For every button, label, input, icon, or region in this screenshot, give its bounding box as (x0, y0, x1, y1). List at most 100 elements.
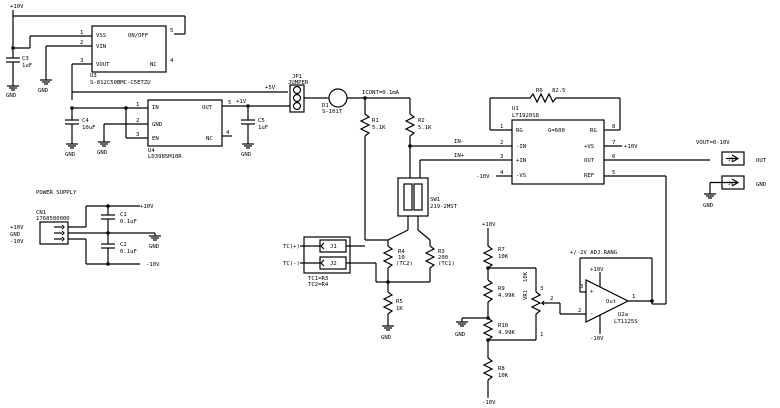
ps-label: -10V (10, 239, 24, 245)
u4-ref: U4 (148, 148, 155, 154)
gnd-label: GND (381, 335, 392, 341)
u1-pin-ref: REF (584, 173, 595, 179)
r8-value: 10K (498, 373, 509, 379)
u4-pin-nc: NC (206, 136, 213, 142)
r3-ref: R3 (438, 249, 445, 255)
r4-note: (TC2) (396, 261, 413, 267)
output-connectors: VOUT=0-10V J3 OUT J4 GND GND (696, 140, 767, 209)
u3-pin-num: 5 (170, 28, 173, 34)
supply-rail: +5V JP1 JUMPER D1 S-101T ICONT=0.1mA (72, 74, 410, 115)
u1-pin-num: 1 (500, 124, 503, 130)
rail-5v: +5V (265, 85, 276, 91)
gnd-label: GND (149, 244, 160, 250)
u3-pin-vin: VIN (96, 44, 106, 50)
u4-pin-num: 4 (226, 130, 230, 136)
u1-pin-out: OUT (584, 158, 595, 164)
u3-part: S-812C50BMC-C5ETZU (90, 80, 151, 86)
j1-ref: J1 (330, 244, 337, 250)
vr1-pin: 3 (540, 286, 543, 292)
rail-m10: -10V (476, 174, 490, 180)
vr1-value: 10K (523, 271, 529, 282)
c1-value: 0.1uF (120, 219, 137, 225)
u1-pin-num: 3 (500, 154, 503, 160)
u1-pin-num: 6 (612, 154, 615, 160)
gnd-label: GND (97, 150, 108, 156)
u4-pin-en: EN (152, 136, 159, 142)
u2-out: Out (606, 299, 616, 305)
c3-ref: C3 (22, 56, 29, 62)
vout-label: VOUT=0-10V (696, 140, 730, 146)
u1-pin-num: 8 (612, 124, 616, 130)
u1-pin-vm: -VS (516, 173, 526, 179)
u1-pin-vp: +VS (584, 144, 594, 150)
power-supply: POWER SUPPLY CN1 1768500000 +10V GND -10… (10, 190, 161, 268)
r5-ref: R5 (396, 299, 403, 305)
r7-value: 10K (498, 254, 509, 260)
u3-ref: U3 (90, 73, 97, 79)
u3-pin-nc: NC (150, 62, 157, 68)
jp1-label: JUMPER (288, 80, 309, 86)
gnd-label: GND (38, 88, 49, 94)
u4-pin-num: 3 (136, 132, 139, 138)
u2-pin: 1 (632, 294, 635, 300)
gnd-label: GND (455, 332, 466, 338)
r8-ref: R8 (498, 366, 505, 372)
input-divider: R1 5.1K R2 5.1K IN- IN+ (359, 96, 500, 178)
r4-ref: R4 (398, 249, 405, 255)
rail-p10: +10V (482, 222, 496, 228)
r3-note: (TC1) (438, 261, 455, 267)
u2-plus: + (590, 289, 594, 295)
vr1-pin: 1 (540, 332, 543, 338)
sw1-ref: SW1 (430, 197, 440, 203)
u1-inamp: R6 82.5 1 2 3 4 8 7 6 5 RG RG G=600 -IN … (476, 88, 710, 304)
u3-pin-num: 4 (170, 58, 174, 64)
u1-pin-rg: RG (590, 128, 597, 134)
ps-label: +10V (10, 225, 24, 231)
r1-ref: R1 (372, 118, 379, 124)
u1-pin-num: 5 (612, 170, 615, 176)
gnd-label: GND (6, 93, 17, 99)
u4-ldo: 1 2 3 5 4 IN GND EN OUT NC U4 LD3985M10R… (65, 99, 269, 160)
u4-pin-num: 2 (136, 118, 139, 124)
tc-map1: TC1=R3 (308, 276, 328, 282)
u2-pin: 3 (580, 284, 583, 290)
d1-ref: D1 (322, 103, 329, 109)
r9-value: 4.99K (498, 293, 515, 299)
rail-p10: +10V (140, 204, 154, 210)
u4-pin-in: IN (152, 105, 159, 111)
c1-ref: C1 (120, 212, 127, 218)
cn1-ref: CN1 (36, 210, 46, 216)
j3-label: OUT (756, 158, 767, 164)
gnd-label: GND (241, 152, 252, 158)
u1-pin-num: 2 (500, 140, 503, 146)
r3-value: 200 (438, 255, 448, 261)
u2-minus: - (590, 311, 593, 317)
u4-pin-gnd: GND (152, 122, 163, 128)
u2-ref: U2a (618, 312, 628, 318)
c2-ref: C2 (120, 242, 127, 248)
cn1-part: 1768500000 (36, 216, 70, 222)
u1-pin-inp: +IN (516, 158, 526, 164)
u1-pin-inm: -IN (516, 144, 526, 150)
ref-adjust: +10V R7 10K R9 4.99K R10 4.99K R8 10K -1… (455, 222, 666, 406)
r1-value: 5.1K (372, 125, 386, 131)
r2-value: 5.1K (418, 125, 432, 131)
u4-pin-num: 5 (228, 100, 231, 106)
vr1-ref: VR1 (523, 290, 529, 300)
u3-pin-vss: VSS (96, 33, 106, 39)
c5-value: 1uF (258, 125, 269, 131)
d1-part: S-101T (322, 109, 343, 115)
tc-map2: TC2=R4 (308, 282, 329, 288)
c4-value: 10uF (82, 125, 96, 131)
u1-pin-rg: RG (516, 128, 523, 134)
u1-pin-num: 7 (612, 140, 615, 146)
gnd-label: GND (65, 152, 76, 158)
c3-value: 1uF (22, 63, 33, 69)
u2-vm: -10V (590, 336, 604, 342)
u3-regulator: +10V 1 2 3 5 4 VSS VIN VOUT ON/OFF NC U3… (6, 4, 186, 100)
r7-ref: R7 (498, 247, 505, 253)
u2-vp: +10V (590, 267, 604, 273)
jp1-ref: JP1 (292, 74, 302, 80)
j4-ref: J4 (728, 181, 734, 187)
